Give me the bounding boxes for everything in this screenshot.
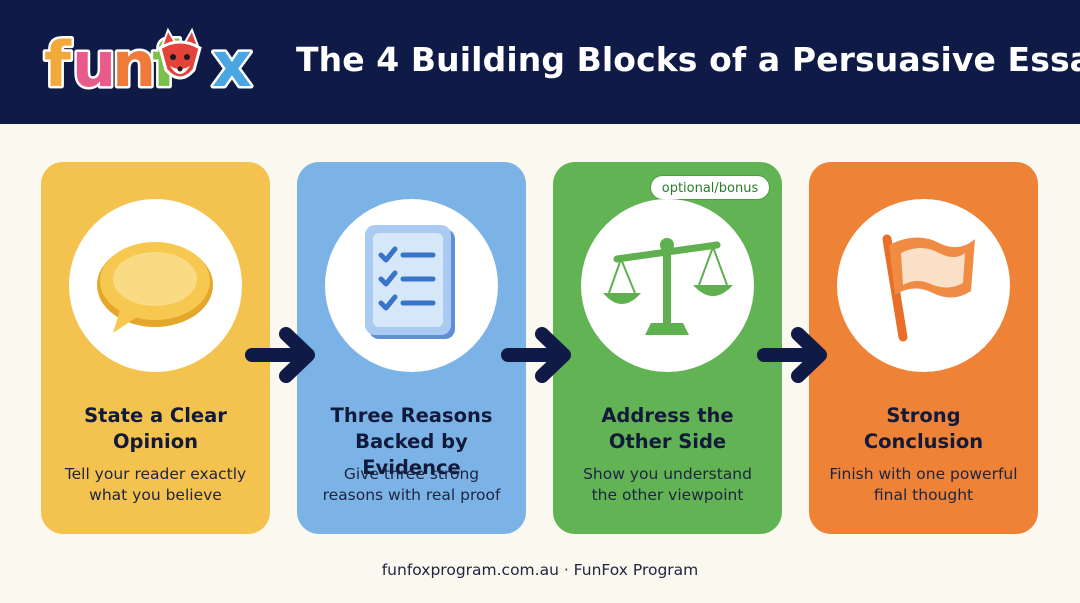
header-banner: f u n f x The 4 Building Blocks of a Per…	[0, 0, 1080, 124]
step-title: Address the Other Side	[601, 404, 734, 453]
checklist-icon	[365, 225, 455, 339]
step-title: Three Reasons Backed by Evidence	[330, 404, 493, 479]
step-card-other-side: optional/bonus Address the Other Side Sh…	[553, 162, 782, 534]
svg-text:n: n	[112, 28, 156, 101]
icon-circle	[581, 199, 754, 372]
svg-text:x: x	[212, 28, 252, 101]
step-description: Tell your reader exactly what you believ…	[64, 465, 247, 504]
step-title: Strong Conclusion	[863, 404, 984, 453]
step-card-opinion: State a Clear Opinion Tell your reader e…	[41, 162, 270, 534]
icon-circle	[69, 199, 242, 372]
arrow-right-icon	[245, 327, 315, 383]
footer-credit[interactable]: funfoxprogram.com.au · FunFox Program	[381, 561, 699, 579]
svg-text:u: u	[72, 28, 116, 101]
step-title: State a Clear Opinion	[84, 404, 227, 453]
arrow-right-icon	[501, 327, 571, 383]
step-description: Finish with one powerful final thought	[829, 465, 1018, 504]
step-card-reasons: Three Reasons Backed by Evidence Give th…	[297, 162, 526, 534]
balance-scale-icon	[603, 238, 733, 335]
flag-icon	[882, 234, 975, 342]
step-description: Give three strong reasons with real proo…	[322, 465, 501, 504]
step-card-conclusion: Strong Conclusion Finish with one powerf…	[809, 162, 1038, 534]
icon-circle	[837, 199, 1010, 372]
optional-badge: optional/bonus	[650, 175, 770, 200]
funfox-logo[interactable]: f u n f x	[40, 22, 260, 106]
page-title: The 4 Building Blocks of a Persuasive Es…	[296, 40, 1080, 79]
step-description: Show you understand the other viewpoint	[583, 465, 752, 504]
icon-circle	[325, 199, 498, 372]
arrow-right-icon	[757, 327, 827, 383]
speech-bubble-icon	[97, 242, 213, 333]
svg-text:f: f	[44, 28, 72, 101]
